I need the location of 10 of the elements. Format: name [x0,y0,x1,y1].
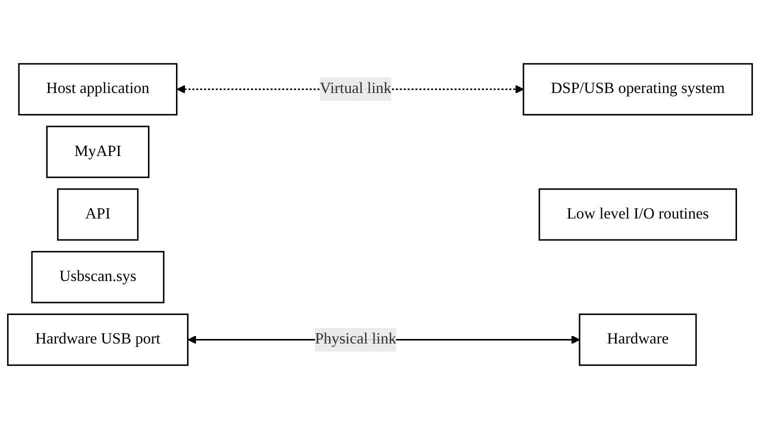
node-box: Hardware USB port [7,314,189,366]
node-box: Hardware [578,314,697,366]
node-box: Usbscan.sys [31,250,164,304]
node-box: Low level I/O routines [538,188,737,241]
node-box: MyAPI [46,126,150,178]
node-box: DSP/USB operating system [522,63,753,116]
node-box: API [57,188,139,241]
node-box: Host application [18,63,178,116]
edge-label: Virtual link [320,80,392,98]
edge-label: Physical link [314,330,396,348]
